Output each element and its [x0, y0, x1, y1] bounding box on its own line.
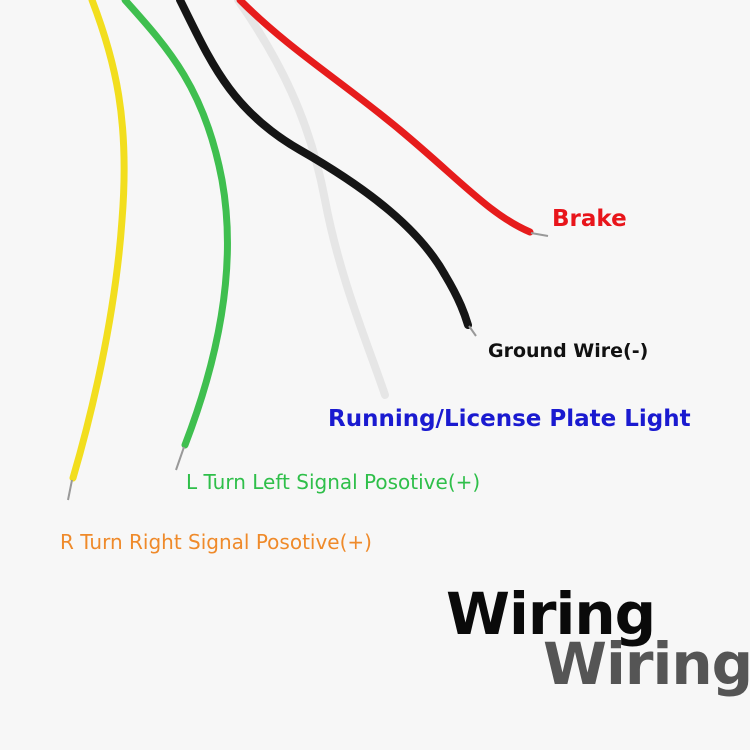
white-wire: [234, 0, 389, 399]
red-wire-tip: [530, 232, 549, 237]
left-turn-label: L Turn Left Signal Posotive(+): [186, 470, 481, 494]
yellow-wire: [69, 0, 128, 482]
black-wire: [176, 0, 472, 329]
green-wire: [121, 0, 231, 449]
wiring-title: Wiring: [446, 580, 656, 648]
brake-label: Brake: [552, 206, 627, 232]
yellow-wire-tip: [67, 479, 73, 501]
green-wire-tip: [175, 446, 185, 471]
running-light-label: Running/License Plate Light: [328, 406, 691, 432]
red-wire: [236, 0, 534, 236]
wiring-title-shadow: Wiring: [543, 630, 750, 698]
black-wire-tip: [468, 325, 477, 337]
right-turn-label: R Turn Right Signal Posotive(+): [60, 530, 372, 554]
ground-wire-label: Ground Wire(-): [488, 340, 649, 362]
